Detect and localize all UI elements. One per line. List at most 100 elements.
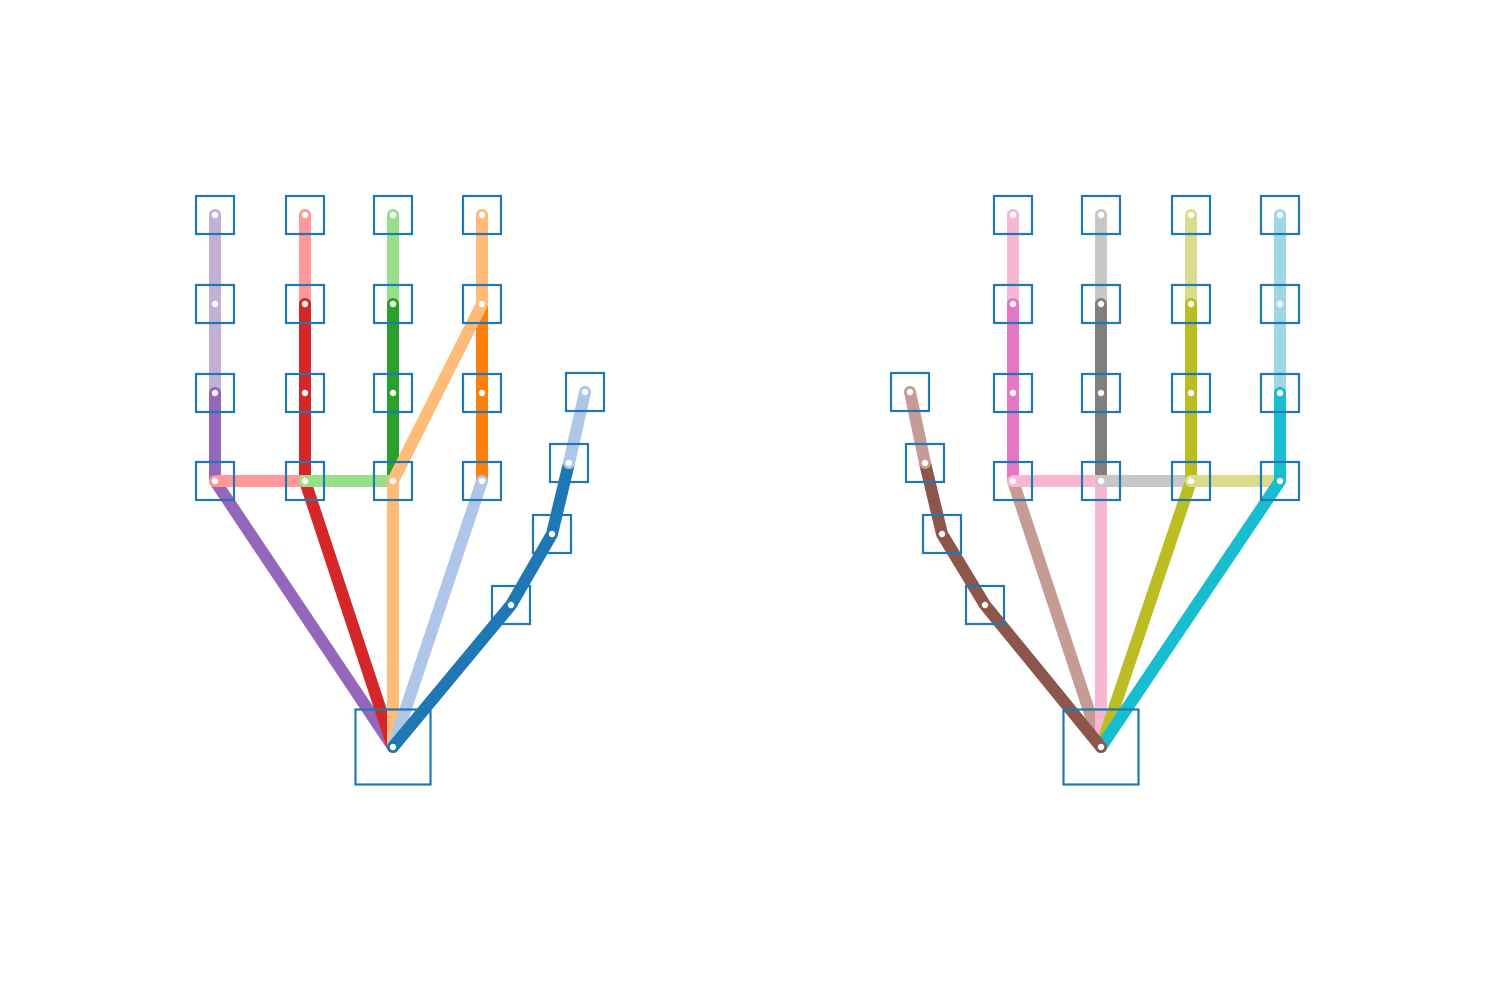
joint-box	[964, 584, 1006, 626]
joint-box	[284, 283, 326, 325]
joint-dot	[389, 300, 397, 308]
wrist-dot	[389, 743, 397, 751]
joint-dot	[548, 530, 556, 538]
joint-box	[284, 194, 326, 236]
joint-dot	[211, 300, 219, 308]
joint-dot	[1097, 477, 1105, 485]
right-hand-joint-boxes	[889, 194, 1301, 786]
joint-dot	[478, 477, 486, 485]
right-hand	[889, 194, 1301, 786]
bone-segment	[563, 386, 591, 469]
joint-box	[194, 194, 236, 236]
joint-dot	[1276, 211, 1284, 219]
wrist-box	[1062, 708, 1140, 786]
joint-box	[372, 283, 414, 325]
joint-box	[372, 194, 414, 236]
joint-box	[564, 371, 606, 413]
joint-dot	[1009, 477, 1017, 485]
joint-dot	[1097, 300, 1105, 308]
joint-box	[889, 371, 931, 413]
joint-box	[461, 194, 503, 236]
joint-box	[490, 584, 532, 626]
bone-segment	[387, 475, 488, 753]
joint-dot	[1187, 211, 1195, 219]
joint-box	[904, 442, 946, 484]
joint-box	[1080, 194, 1122, 236]
joint-dot	[1187, 389, 1195, 397]
joint-dot	[938, 530, 946, 538]
joint-box	[1170, 372, 1212, 414]
bone-segment	[387, 209, 488, 753]
joint-box	[1170, 460, 1212, 502]
joint-dot	[581, 388, 589, 396]
right-hand-joint-dots	[906, 211, 1284, 751]
joint-box	[992, 283, 1034, 325]
joint-dot	[1276, 300, 1284, 308]
left-hand-bones	[209, 209, 591, 753]
joint-dot	[478, 211, 486, 219]
right-hand-bones	[904, 209, 1286, 753]
joint-dot	[211, 389, 219, 397]
joint-box	[284, 372, 326, 414]
joint-box	[1259, 194, 1301, 236]
joint-dot	[921, 459, 929, 467]
joint-dot	[301, 477, 309, 485]
bone-segment	[387, 457, 575, 753]
joint-box	[194, 372, 236, 414]
joint-dot	[211, 477, 219, 485]
bone-segment	[1007, 475, 1107, 753]
joint-dot	[1009, 211, 1017, 219]
left-hand-joint-boxes	[194, 194, 606, 786]
joint-box	[284, 460, 326, 502]
joint-dot	[301, 211, 309, 219]
joint-box	[372, 372, 414, 414]
joint-box	[1170, 194, 1212, 236]
joint-box	[992, 372, 1034, 414]
bone-segment	[904, 386, 931, 469]
joint-box	[921, 513, 963, 555]
joint-dot	[1187, 477, 1195, 485]
joint-box	[372, 460, 414, 502]
joint-box	[548, 442, 590, 484]
joint-box	[992, 460, 1034, 502]
joint-box	[1080, 372, 1122, 414]
joint-dot	[981, 601, 989, 609]
joint-dot	[389, 389, 397, 397]
joint-box	[1259, 283, 1301, 325]
joint-box	[461, 372, 503, 414]
joint-box	[992, 194, 1034, 236]
joint-dot	[301, 389, 309, 397]
joint-dot	[906, 388, 914, 396]
joint-box	[1080, 460, 1122, 502]
joint-box	[194, 460, 236, 502]
joint-dot	[301, 300, 309, 308]
joint-box	[461, 283, 503, 325]
joint-box	[1080, 283, 1122, 325]
joint-dot	[1097, 211, 1105, 219]
joint-dot	[1276, 389, 1284, 397]
joint-dot	[478, 389, 486, 397]
joint-box	[1259, 372, 1301, 414]
joint-box	[461, 460, 503, 502]
joint-box	[1259, 460, 1301, 502]
joint-dot	[389, 477, 397, 485]
joint-dot	[1276, 477, 1284, 485]
joint-dot	[1187, 300, 1195, 308]
joint-dot	[565, 459, 573, 467]
left-hand-joint-dots	[211, 211, 589, 751]
joint-box	[1170, 283, 1212, 325]
left-hand	[194, 194, 606, 786]
joint-dot	[389, 211, 397, 219]
joint-dot	[1009, 389, 1017, 397]
joint-dot	[211, 211, 219, 219]
joint-box	[531, 513, 573, 555]
joint-dot	[478, 300, 486, 308]
wrist-box	[354, 708, 432, 786]
joint-dot	[507, 601, 515, 609]
bone-segment	[919, 457, 1107, 753]
joint-dot	[1097, 389, 1105, 397]
joint-box	[194, 283, 236, 325]
joint-dot	[1009, 300, 1017, 308]
wrist-dot	[1097, 743, 1105, 751]
